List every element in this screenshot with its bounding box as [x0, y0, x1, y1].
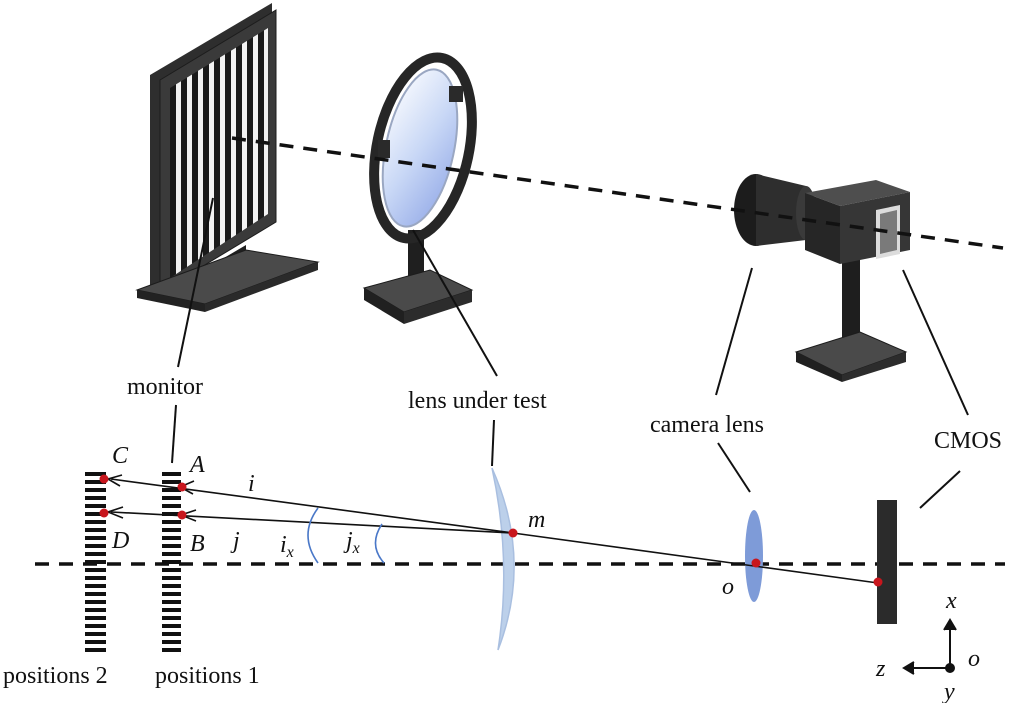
point-D — [99, 508, 109, 518]
grating-position-1 — [162, 470, 181, 652]
label-cmos: CMOS — [934, 428, 1002, 454]
label-ray-i: i — [248, 471, 255, 497]
point-o — [751, 558, 761, 568]
rays — [105, 474, 879, 584]
angle-arc-ix — [307, 507, 319, 564]
lens-under-test-illustration — [362, 52, 477, 324]
label-angle-jx: jx — [343, 528, 360, 557]
label-point-A: A — [188, 452, 205, 478]
label-camera-lens: camera lens — [650, 412, 764, 438]
axes-origin — [945, 663, 955, 673]
point-C — [99, 474, 109, 484]
point-B — [177, 510, 187, 520]
label-point-o: o — [722, 574, 734, 600]
grating-position-2 — [85, 470, 106, 652]
label-positions-1: positions 1 — [155, 663, 260, 689]
leader-lines — [171, 197, 969, 509]
cmos-sensor-2d — [877, 500, 897, 624]
label-lens-under-test: lens under test — [408, 388, 547, 414]
label-point-m: m — [528, 507, 545, 533]
angle-arc-jx — [374, 523, 385, 564]
label-ray-j: j — [230, 528, 240, 554]
label-point-B: B — [190, 531, 205, 557]
label-positions-2: positions 2 — [3, 663, 108, 689]
point-m — [508, 528, 518, 538]
points — [99, 474, 883, 587]
camera-illustration — [734, 174, 910, 382]
label-axis-x: x — [945, 588, 957, 614]
label-axis-o: o — [968, 646, 980, 672]
lens-under-test-2d — [491, 467, 515, 651]
point-cmos — [873, 577, 883, 587]
label-angle-ix: ix — [280, 532, 294, 561]
camera-lens-2d — [745, 510, 763, 602]
label-point-D: D — [111, 528, 129, 554]
point-A — [177, 482, 187, 492]
label-axis-z: z — [875, 656, 886, 682]
label-monitor: monitor — [127, 374, 203, 400]
axes-triad — [902, 618, 957, 675]
label-axis-y: y — [942, 679, 955, 703]
optical-axis-3d — [231, 136, 1004, 250]
monitor-illustration — [135, 3, 320, 312]
label-point-C: C — [112, 443, 129, 469]
